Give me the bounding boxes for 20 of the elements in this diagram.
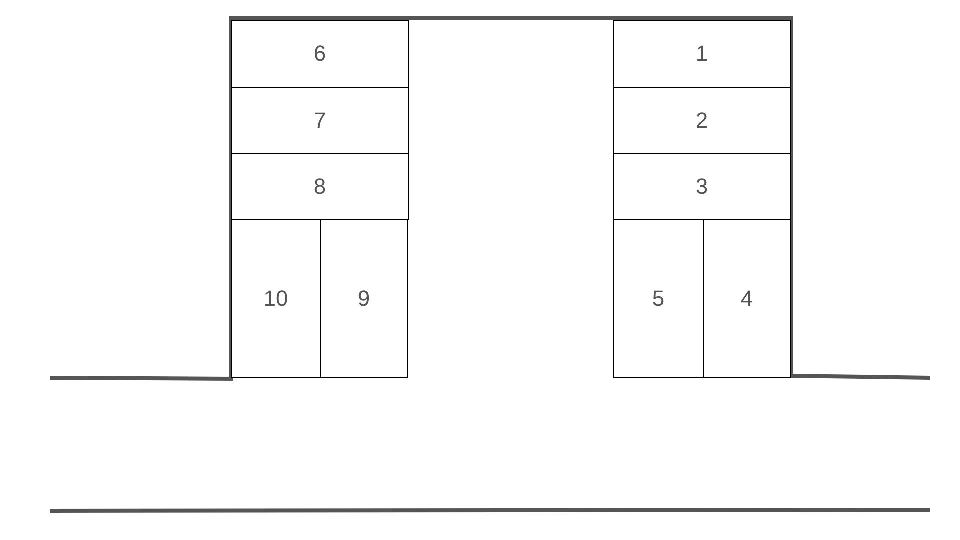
parking-space	[320, 219, 408, 378]
space-number: 5	[652, 286, 665, 312]
space-number: 6	[314, 41, 326, 67]
parking-space	[613, 87, 791, 154]
parking-space	[231, 219, 321, 378]
space-number: 1	[696, 41, 708, 67]
space-number: 3	[696, 174, 708, 200]
space-number: 7	[314, 108, 326, 134]
space-number: 10	[264, 286, 288, 312]
parking-space	[613, 20, 791, 88]
parking-space	[613, 153, 791, 220]
space-number: 4	[740, 286, 754, 312]
space-number: 2	[696, 108, 708, 134]
space-number: 9	[358, 286, 370, 312]
parking-space	[231, 87, 409, 154]
parking-space	[231, 20, 409, 88]
parking-space	[613, 219, 704, 378]
space-number: 8	[314, 174, 326, 200]
parking-space	[231, 153, 409, 220]
parking-space	[703, 219, 791, 378]
